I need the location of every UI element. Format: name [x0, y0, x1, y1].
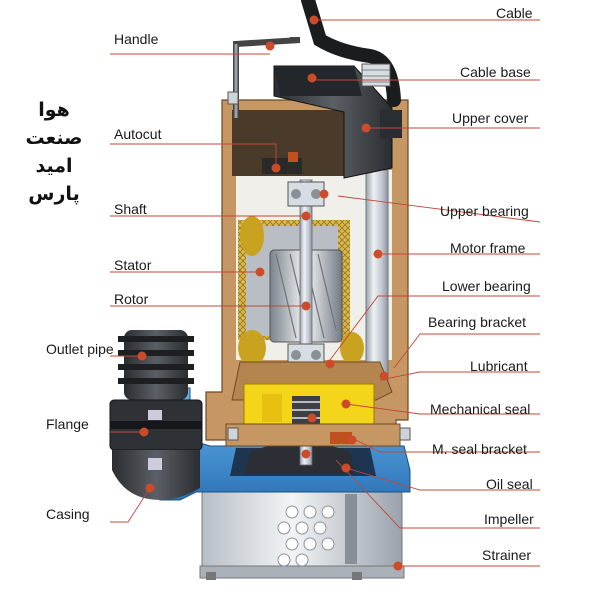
label-m-seal-bracket: M. seal bracket — [432, 441, 527, 457]
label-handle: Handle — [114, 31, 159, 47]
label-casing: Casing — [46, 506, 90, 522]
label-cable-base: Cable base — [460, 64, 531, 80]
label-shaft: Shaft — [114, 201, 147, 217]
label-rotor: Rotor — [114, 291, 149, 307]
watermark-line: امید — [35, 155, 73, 177]
label-upper-cover: Upper cover — [452, 110, 529, 126]
label-outlet-pipe: Outlet pipe — [46, 341, 114, 357]
label-bearing-bracket: Bearing bracket — [428, 314, 527, 330]
strainer-holes — [277, 505, 335, 567]
watermark-text: هوا صنعت امید پارس — [14, 96, 94, 208]
label-lower-bearing: Lower bearing — [442, 278, 531, 294]
outlet-pipe-part — [109, 330, 203, 500]
label-mechanical-seal: Mechanical seal — [430, 401, 531, 417]
watermark-line: صنعت — [25, 127, 83, 149]
watermark-line: پارس — [28, 183, 80, 205]
label-cable: Cable — [496, 5, 533, 21]
label-oil-seal: Oil seal — [486, 476, 533, 492]
label-strainer: Strainer — [482, 547, 532, 563]
leader-markers — [137, 15, 403, 571]
pump-body — [109, 0, 411, 580]
label-flange: Flange — [46, 416, 89, 432]
label-stator: Stator — [114, 257, 152, 273]
leader-lines — [110, 19, 541, 567]
label-lubricant: Lubricant — [470, 358, 528, 374]
label-motor-frame: Motor frame — [450, 240, 526, 256]
label-autocut: Autocut — [114, 126, 162, 142]
label-upper-bearing: Upper bearing — [440, 203, 529, 219]
watermark-line: هوا — [38, 99, 70, 121]
label-impeller: Impeller — [484, 511, 534, 527]
